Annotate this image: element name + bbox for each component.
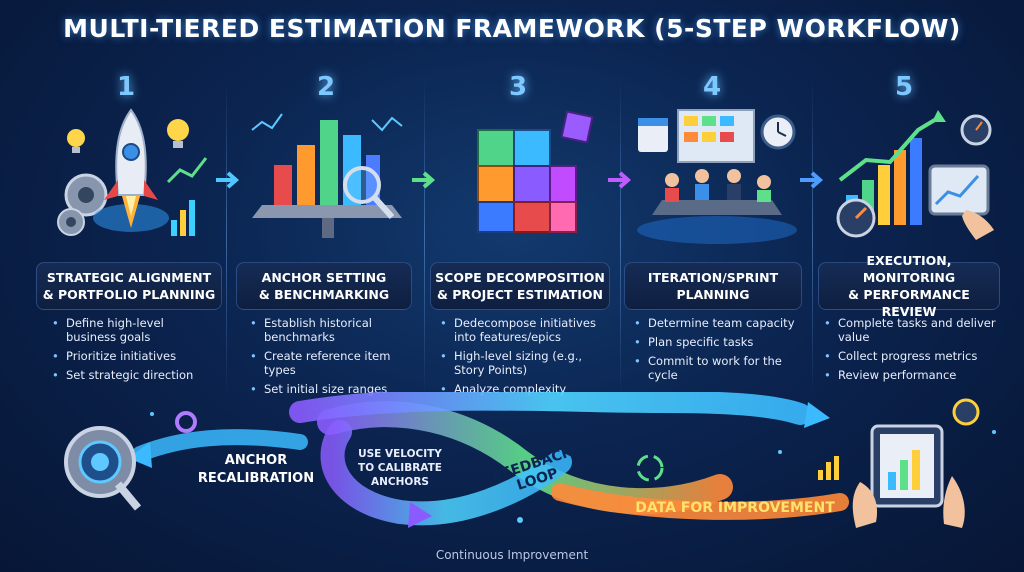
lightbulb-icon — [67, 119, 189, 153]
step-2-number: 2 — [316, 72, 336, 102]
step-1-title: STRATEGIC ALIGNMENT & PORTFOLIO PLANNING — [36, 262, 222, 310]
list-item: Dedecompose initiatives into features/ep… — [440, 316, 610, 344]
hand-icon — [852, 476, 965, 528]
tablet-icon — [870, 424, 944, 508]
step-1-number: 1 — [116, 72, 136, 102]
team-planning-illustration — [637, 109, 797, 244]
data-for-improvement-label: DATA FOR IMPROVEMENT — [635, 500, 835, 516]
rocket-gears-illustration — [57, 108, 208, 236]
use-velocity-label: USE VELOCITY TO CALIBRATE ANCHORS — [358, 448, 442, 488]
step-2-bullets: Establish historical benchmarks Create r… — [250, 316, 410, 401]
gauge-icon — [836, 114, 992, 238]
step-3-title: SCOPE DECOMPOSITION & PROJECT ESTIMATION — [430, 262, 610, 310]
loop-arrow — [551, 483, 849, 520]
step-3-number: 3 — [508, 72, 528, 102]
column-divider — [424, 78, 425, 398]
list-item: Complete tasks and deliver value — [824, 316, 1000, 344]
cycle-icon — [636, 454, 664, 482]
magnifier-icon — [114, 481, 142, 511]
anchor-recalibration-label: ANCHOR RECALIBRATION — [197, 453, 315, 486]
column-divider — [226, 78, 227, 398]
tablet-icon — [928, 164, 994, 240]
rocket-icon — [93, 108, 169, 232]
page-title: MULTI-TIERED ESTIMATION FRAMEWORK (5-STE… — [63, 14, 961, 43]
feedback-loop-graphic — [64, 392, 996, 528]
loop-arrow — [320, 420, 572, 526]
list-item: Set initial size ranges — [250, 382, 410, 396]
gear-icon — [57, 173, 108, 236]
list-item: Collect progress metrics — [824, 349, 1000, 363]
list-item: Review performance — [824, 368, 1000, 382]
step-4-bullets: Determine team capacity Plan specific ta… — [634, 316, 799, 387]
arrow-right-icon — [216, 171, 240, 189]
bar-chart-icon — [166, 157, 208, 236]
loop-arrow — [132, 429, 308, 462]
arrow-right-icon — [412, 171, 436, 189]
arrow-head — [408, 502, 432, 528]
arrow-right-icon — [800, 171, 824, 189]
column-divider — [812, 78, 813, 398]
step-3-bullets: Dedecompose initiatives into features/ep… — [440, 316, 610, 401]
footer-caption: Continuous Improvement — [435, 548, 589, 562]
gauge-icon — [952, 398, 980, 426]
step-5-number: 5 — [894, 72, 914, 102]
whiteboard-icon — [677, 109, 755, 163]
clock-icon — [760, 114, 796, 150]
step-5-title: EXECUTION, MONITORING & PERFORMANCE REVI… — [818, 253, 1000, 319]
bar-chart-icon — [818, 456, 839, 480]
gear-icon — [175, 411, 197, 433]
arrow-right-icon — [608, 171, 632, 189]
list-item: Create reference item types — [250, 349, 410, 377]
person-icon — [665, 169, 771, 202]
step-4-title: ITERATION/SPRINT PLANNING — [624, 262, 802, 310]
puzzle-cube-illustration — [477, 110, 594, 233]
list-item: Plan specific tasks — [634, 335, 799, 349]
magnifier-icon — [343, 166, 395, 220]
performance-dashboard-illustration — [836, 110, 994, 240]
column-divider — [620, 78, 621, 398]
step-1-bullets: Define high-level business goals Priorit… — [52, 316, 212, 387]
gear-icon — [64, 426, 136, 498]
puzzle-icon — [477, 110, 594, 233]
arrow-head — [128, 442, 152, 468]
list-item: Set strategic direction — [52, 368, 212, 382]
step-2-title: ANCHOR SETTING & BENCHMARKING — [236, 262, 412, 310]
calendar-icon — [638, 118, 668, 152]
list-item: High-level sizing (e.g., Story Points) — [440, 349, 610, 377]
step-5-bullets: Complete tasks and deliver value Collect… — [824, 316, 1000, 387]
list-item: Prioritize initiatives — [52, 349, 212, 363]
step-4-number: 4 — [702, 72, 722, 102]
sparkle-icon — [150, 412, 996, 523]
list-item: Establish historical benchmarks — [250, 316, 410, 344]
list-item: Commit to work for the cycle — [634, 354, 799, 382]
benchmark-scale-illustration — [251, 113, 403, 238]
list-item: Define high-level business goals — [52, 316, 212, 344]
list-item: Determine team capacity — [634, 316, 799, 330]
loop-arrow — [289, 392, 811, 425]
arrow-head — [804, 402, 830, 428]
